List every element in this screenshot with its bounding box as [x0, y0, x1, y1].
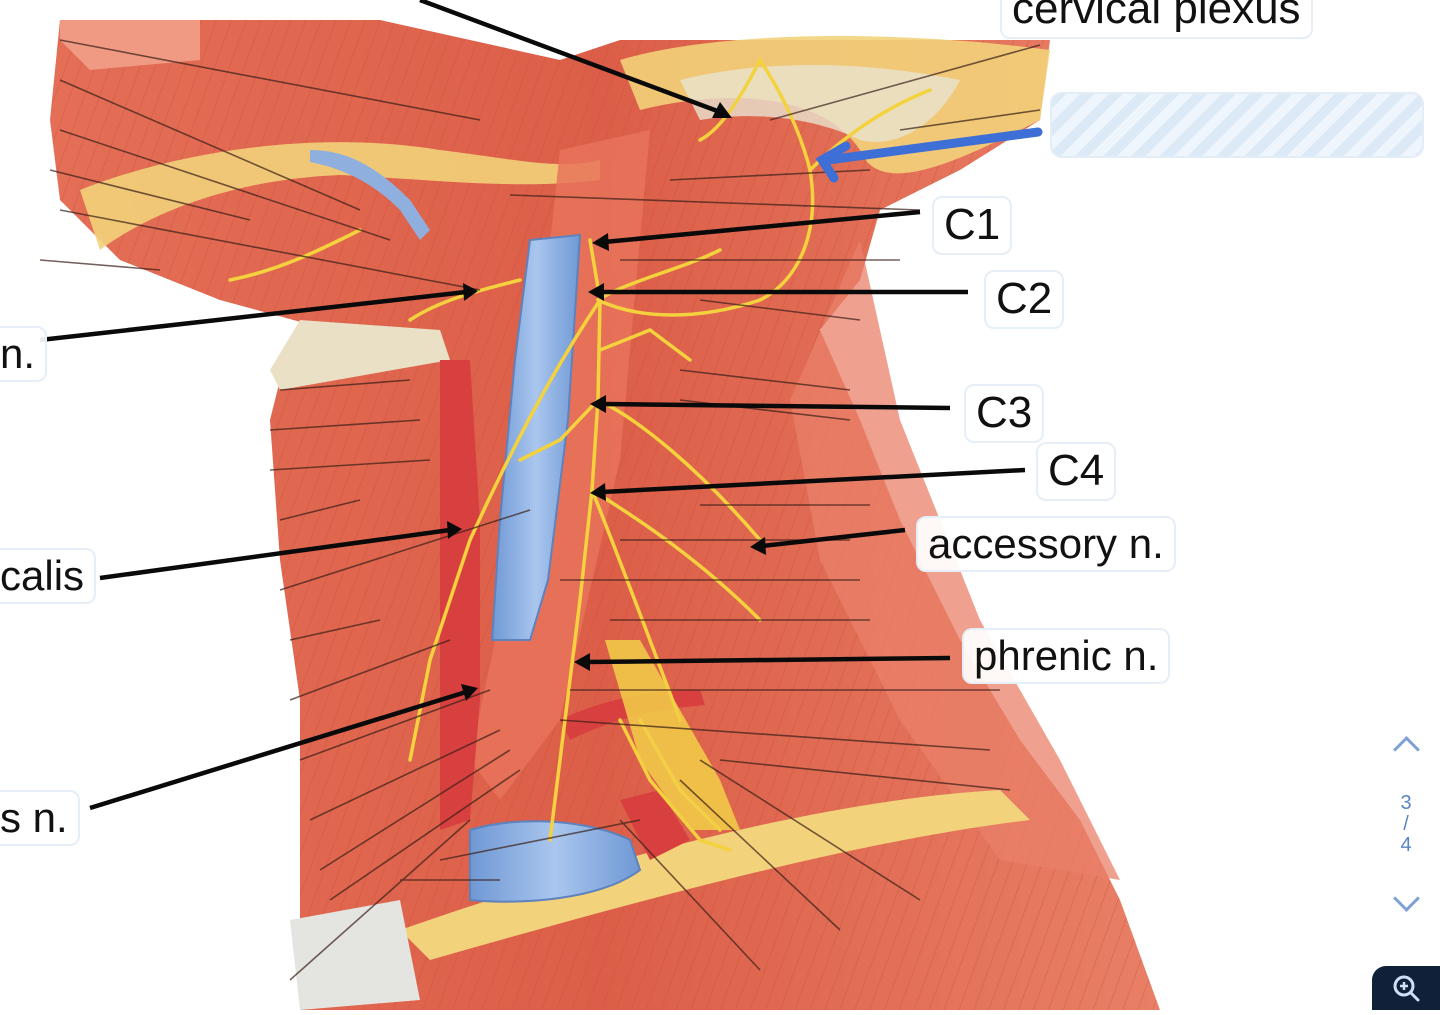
total-pages: 4: [1400, 833, 1412, 856]
label-left-s-n: s n.: [0, 790, 80, 847]
label-c2: C2: [984, 270, 1065, 329]
zoom-in-icon: [1393, 975, 1420, 1002]
brachial-plexus: [605, 640, 740, 830]
artery-knot: [620, 790, 690, 860]
clavicle-pale: [290, 900, 420, 1010]
occipital-pale: [680, 65, 960, 142]
label-c4: C4: [1036, 442, 1117, 501]
chevron-down-icon[interactable]: [1392, 885, 1420, 912]
facial-vein: [310, 150, 430, 240]
hyoid-pale: [270, 320, 450, 390]
current-page: 3: [1400, 791, 1412, 814]
label-accessory-n: accessory n.: [916, 516, 1176, 573]
zoom-button[interactable]: [1372, 966, 1440, 1010]
label-phrenic-n: phrenic n.: [962, 628, 1171, 685]
label-left-calis: calis: [0, 548, 97, 605]
chevron-up-icon[interactable]: [1392, 736, 1420, 763]
blue-pointer: [815, 127, 1043, 183]
slide-pager: 3 / 4: [1386, 730, 1426, 920]
pointer-arrows: [39, 0, 1026, 811]
hidden-answer-label[interactable]: [1050, 92, 1424, 158]
mandible-fat: [80, 142, 600, 250]
label-c3: C3: [964, 384, 1045, 443]
lip-region: [60, 20, 200, 70]
page-separator: /: [1403, 812, 1409, 835]
carotid-artery: [440, 360, 480, 830]
brachiocephalic-vein: [469, 820, 642, 903]
label-cervical-plexus: cervical plexus: [1000, 0, 1313, 39]
label-left-n: n.: [0, 326, 48, 383]
label-c1: C1: [932, 196, 1013, 255]
page-counter: 3 / 4: [1400, 791, 1412, 856]
clavicle-fat: [400, 790, 1030, 960]
internal-jugular-vein: [490, 233, 582, 641]
leader-lines: [39, 39, 1041, 981]
